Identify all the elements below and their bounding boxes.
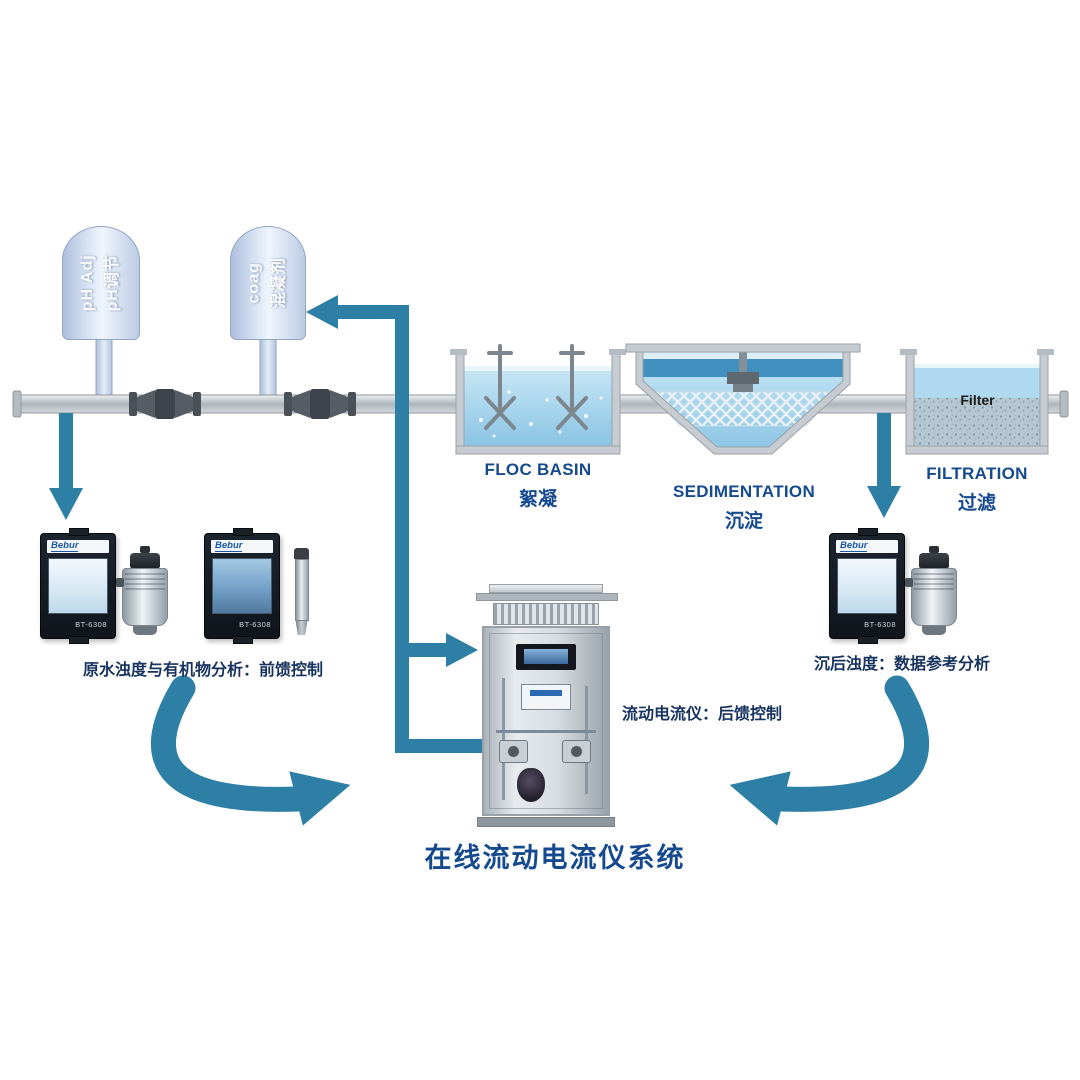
probe-tip: [295, 621, 308, 635]
sensor-cap: [919, 553, 949, 568]
mount-tab: [69, 636, 89, 644]
probe-body: [294, 559, 309, 621]
stage-label-sedimentation: SEDIMENTATION 沉淀: [622, 482, 866, 533]
floc-basin-title: FLOC BASIN: [484, 460, 592, 479]
brand-logo: Bebur: [840, 539, 868, 553]
dosing-valve-coag: [284, 389, 356, 419]
turbidity-sensor-left: [116, 546, 168, 635]
model-label: BT-6308: [239, 620, 271, 629]
sample-tubing-left: [502, 678, 505, 800]
sensor-ridges: [914, 573, 954, 593]
turbidity-sensor-right: [905, 546, 957, 635]
sensor-body: [905, 568, 957, 626]
mount-tab: [69, 528, 89, 536]
tank-ph-label-zh: pH调节: [104, 254, 121, 312]
tank-ph-label: pH Adj pH调节: [76, 254, 126, 311]
tank-ph-adjust: pH Adj pH调节: [62, 226, 140, 340]
sample-flask: [517, 768, 545, 802]
analyzer-screen: [212, 558, 272, 614]
analyzer-screen: [48, 558, 108, 614]
streaming-current-analyzer-cabinet: [476, 584, 618, 827]
mount-tab: [233, 528, 253, 536]
settled-water-analyzer: Bebur BT-6308: [829, 528, 905, 644]
feedback-control-line: [306, 295, 498, 753]
stage-label-filtration: FILTRATION 过滤: [900, 464, 1054, 515]
filter-media-bed: [914, 398, 1040, 446]
model-label: BT-6308: [75, 620, 107, 629]
flow-arrows: [49, 295, 930, 826]
sedimentation-title: SEDIMENTATION: [672, 482, 816, 501]
cabinet-body: [482, 626, 610, 816]
cabinet-display: [516, 644, 576, 670]
raw-water-analyzer-1: Bebur BT-6308: [40, 528, 116, 644]
sensor-connector: [140, 546, 150, 553]
mount-tab: [233, 636, 253, 644]
probe-cap: [294, 548, 309, 559]
sedimentation-title-zh: 沉淀: [724, 511, 763, 532]
sensor-body: [116, 568, 168, 626]
filtration-title: FILTRATION: [926, 464, 1028, 483]
sedimentation-basin: [625, 343, 861, 455]
annotation-feedback: 流动电流仪：后馈控制: [622, 706, 783, 723]
arrowhead-to-coag-tank: [306, 295, 338, 329]
model-label: BT-6308: [864, 620, 896, 629]
analyzer-header: Bebur: [836, 540, 898, 553]
module-indicator: [530, 690, 562, 696]
tank-stem-ph: [95, 335, 113, 399]
filter-media-label: Filter: [960, 392, 995, 408]
tank-coag-label-zh: 混凝剂: [270, 257, 288, 309]
controller-module: [521, 684, 571, 710]
brand-logo: Bebur: [215, 539, 243, 553]
floc-basin-title-zh: 絮凝: [518, 489, 557, 510]
arrow-settled-water-sample: [867, 413, 901, 518]
raw-water-analyzer-2: Bebur BT-6308: [204, 528, 280, 644]
curved-arrow-left: [150, 675, 351, 826]
cabinet-base: [477, 817, 615, 827]
cabinet-vent: [493, 603, 599, 625]
sensor-cap: [130, 553, 160, 568]
cabinet-crown: [489, 584, 603, 593]
cabinet-brim: [476, 593, 618, 601]
organics-probe: [294, 548, 309, 635]
tank-coagulant: coag 混凝剂: [230, 226, 306, 340]
tank-coag-label-en: coag: [246, 262, 264, 304]
metering-pump-right: [562, 740, 591, 763]
mount-tab: [858, 528, 878, 536]
tank-ph-label-en: pH Adj: [79, 254, 97, 312]
sensor-tip: [922, 626, 946, 635]
sensor-ridges: [125, 573, 165, 593]
filtration-basin: [900, 349, 1054, 455]
dosing-valve-ph: [129, 389, 201, 419]
stage-label-floc: FLOC BASIN 絮凝: [450, 460, 626, 511]
page-title: 在线流动电流仪系统: [424, 843, 686, 873]
sensor-tip: [133, 626, 157, 635]
floc-basin: [450, 344, 626, 455]
arrowhead-to-cabinet: [446, 633, 478, 667]
analyzer-header: Bebur: [211, 540, 273, 553]
mount-tab: [858, 636, 878, 644]
tank-stem-coag: [259, 335, 277, 399]
sensor-connector: [929, 546, 939, 553]
annotation-feedforward: 原水浊度与有机物分析：前馈控制: [82, 662, 323, 679]
cabinet-display-screen: [524, 649, 568, 664]
arrow-raw-water-sample: [49, 413, 83, 520]
tubing-manifold: [496, 730, 596, 733]
sediment-scraper-drive: [727, 350, 759, 392]
floc-bubbles: [479, 390, 603, 438]
floc-mixer-1: [484, 344, 516, 430]
filtration-title-zh: 过滤: [957, 493, 996, 514]
floc-mixer-2: [556, 344, 588, 430]
analyzer-screen: [837, 558, 897, 614]
analyzer-header: Bebur: [47, 540, 109, 553]
annotation-reference: 沉后浊度：数据参考分析: [813, 656, 990, 673]
metering-pump-left: [499, 740, 528, 763]
curved-arrow-right: [729, 675, 930, 826]
tank-coag-label: coag 混凝剂: [243, 257, 293, 308]
brand-logo: Bebur: [51, 539, 79, 553]
